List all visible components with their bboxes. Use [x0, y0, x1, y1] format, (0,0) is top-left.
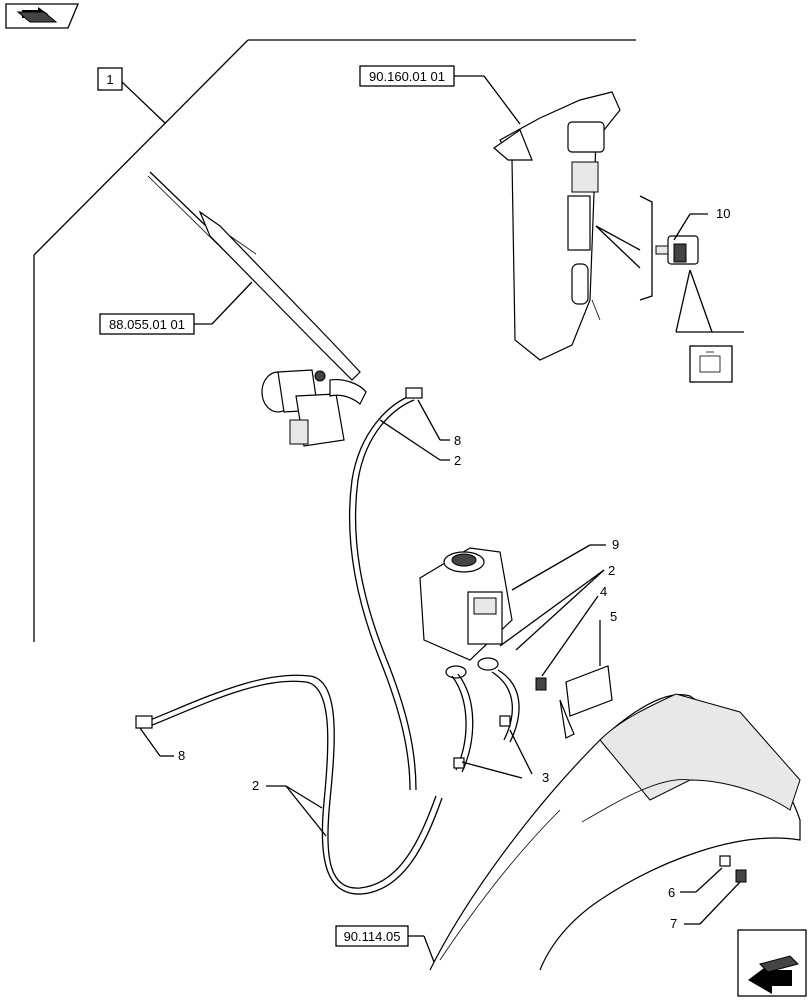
switch-symbol: [675, 269, 744, 383]
hose-left-loop: [135, 674, 443, 895]
callout-2-upper: 2: [379, 419, 461, 468]
fastener-6-7: [719, 855, 747, 883]
svg-text:4: 4: [600, 584, 607, 599]
group-bracket: [33, 39, 636, 642]
callout-8-lower: 8: [139, 727, 185, 763]
washer-reservoir: [419, 547, 513, 679]
callout-3: 3: [461, 729, 549, 785]
rocker-switch: [655, 235, 699, 265]
fender-ref-box[interactable]: 90.114.05: [335, 925, 435, 963]
svg-text:9: 9: [612, 537, 619, 552]
svg-text:8: 8: [178, 748, 185, 763]
svg-text:2: 2: [454, 453, 461, 468]
svg-text:2: 2: [608, 563, 615, 578]
svg-text:90.114.05: 90.114.05: [344, 929, 401, 944]
callout-5: 5: [599, 609, 617, 666]
fender: [429, 693, 801, 971]
switch-detail-bracket: [595, 195, 653, 301]
bracket-plate: [535, 665, 613, 739]
svg-text:10: 10: [716, 206, 730, 221]
wiper-ref-box[interactable]: 88.055.01 01: [99, 281, 253, 335]
hose-upper: [348, 387, 423, 791]
svg-text:90.160.01 01: 90.160.01 01: [369, 69, 445, 84]
svg-text:5: 5: [610, 609, 617, 624]
next-page-arrow-icon[interactable]: [737, 929, 807, 997]
callout-8-upper: 8: [417, 399, 461, 448]
book-arrow-icon[interactable]: [5, 3, 79, 29]
callout-10: 10: [673, 206, 730, 241]
svg-text:3: 3: [542, 770, 549, 785]
svg-text:1: 1: [106, 72, 113, 87]
wiper-motor: [261, 369, 367, 447]
hose-fender: [451, 669, 520, 773]
callout-4: 4: [541, 584, 607, 677]
svg-text:6: 6: [668, 885, 675, 900]
callout-2-right: 2: [499, 563, 615, 651]
svg-text:2: 2: [252, 778, 259, 793]
svg-text:8: 8: [454, 433, 461, 448]
svg-text:7: 7: [670, 916, 677, 931]
callout-6: 6: [668, 867, 723, 900]
callout-1: 1: [97, 67, 123, 91]
cab-pillar: [493, 91, 621, 361]
cab-ref-box[interactable]: 90.160.01 01: [359, 65, 521, 125]
callout-9: 9: [511, 537, 619, 591]
svg-text:88.055.01 01: 88.055.01 01: [109, 317, 185, 332]
callout-7: 7: [670, 881, 741, 931]
callout-2-lower: 2: [252, 778, 327, 837]
wiper-arm: [147, 171, 361, 381]
